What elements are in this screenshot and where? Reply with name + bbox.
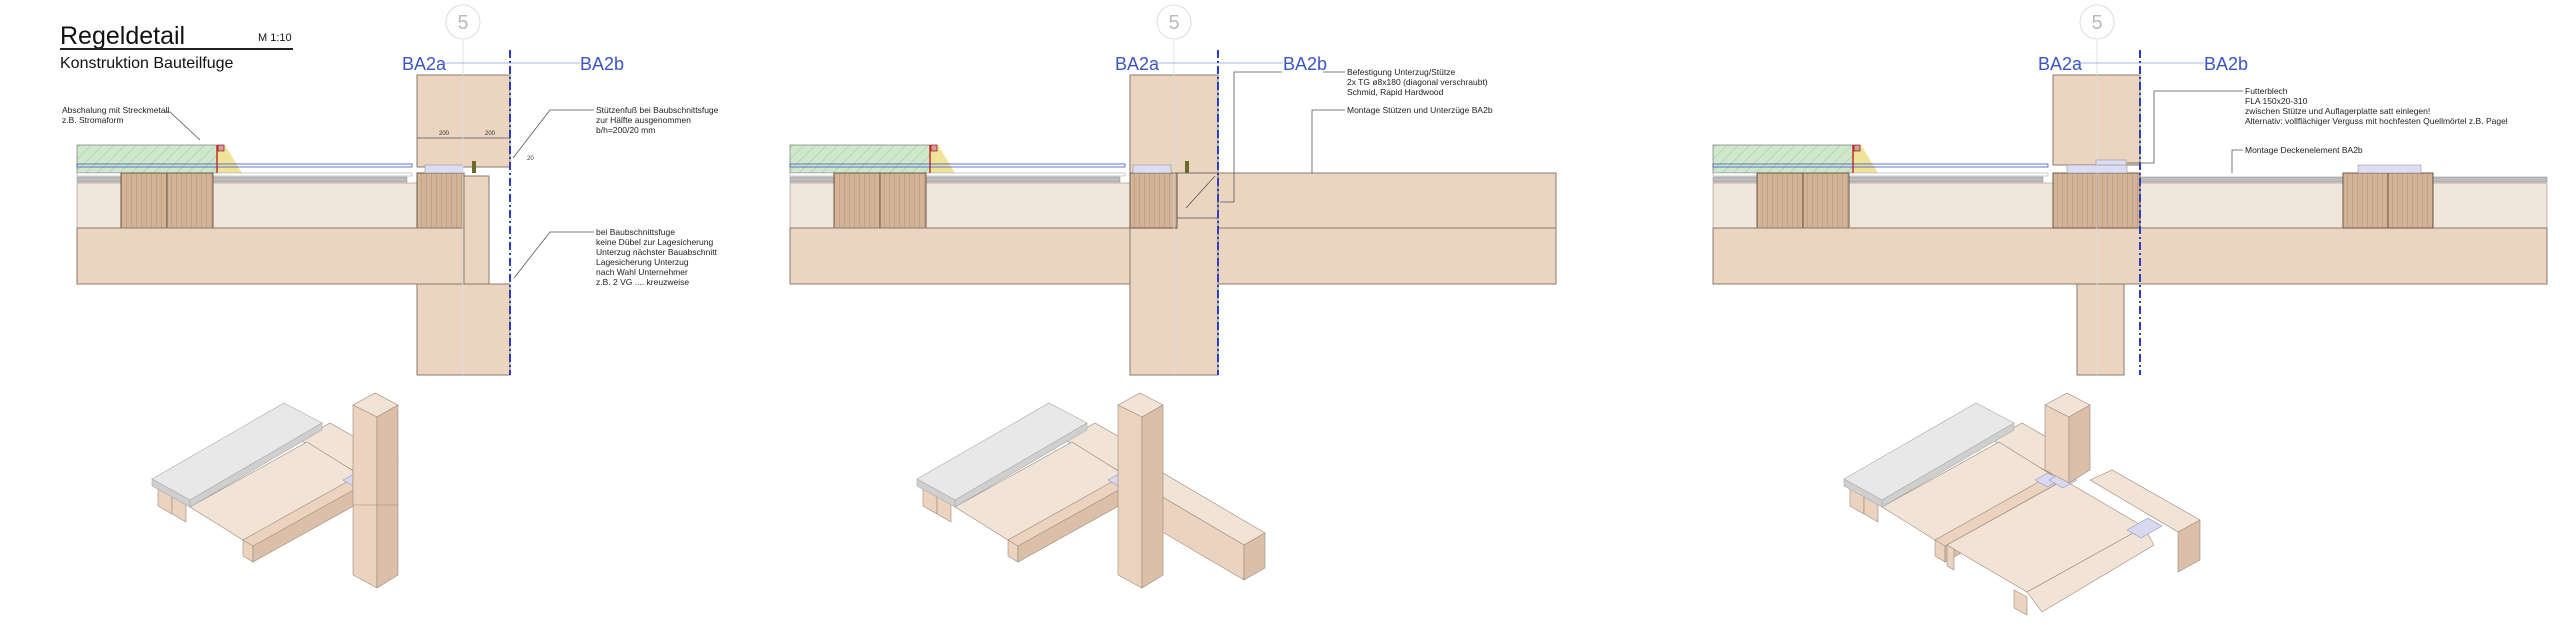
section-label-right: BA2b [1283,54,1327,74]
section-panel-2: 5 BA2a BA2b Befestigung Unterzug/Stütze … [789,4,1557,376]
section-label-left: BA2a [2038,54,2083,74]
drawing-title: Regeldetail [60,22,185,50]
svg-text:200: 200 [439,131,450,137]
annotation-fastening: Befestigung Unterzug/Stütze 2x TG ø8x180… [1347,67,1490,97]
annotation-joint-notes: bei Baubschnittsfuge keine Dübel zur Lag… [596,227,719,287]
section-label-left: BA2a [402,54,447,74]
annotation-slab-assembly: Montage Deckenelement BA2b [2245,145,2363,155]
grid-axis-label: 5 [2091,12,2102,34]
isometric-view-2 [916,392,1266,589]
grid-axis-label: 5 [1168,12,1179,34]
grid-axis-label: 5 [457,12,468,34]
section-label-right: BA2b [2204,54,2248,74]
grid-axis-bubble [1156,4,1192,40]
section-panel-3: 5 BA2a BA2b Futterblech FLA 150x20-310 z… [1712,4,2548,376]
drawing-scale: M 1:10 [258,32,292,44]
section-label-right: BA2b [580,54,624,74]
annotation-formwork: Abschalung mit Streckmetall z.B. Stromaf… [62,105,172,125]
isometric-view-1 [151,392,399,589]
section-label-left: BA2a [1115,54,1160,74]
svg-text:20: 20 [527,156,534,162]
grid-axis-bubble [445,4,481,40]
section-panel-1: 200 200 20 5 BA2a BA2b Abschalung mit St… [62,4,721,376]
annotation-assembly: Montage Stützen und Unterzüge BA2b [1347,105,1493,115]
svg-text:200: 200 [485,131,496,137]
drawing-subtitle: Konstruktion Bauteilfuge [60,55,234,72]
annotation-shim-plate: Futterblech FLA 150x20-310 zwischen Stüt… [2245,86,2508,126]
grid-axis-bubble [2079,4,2115,40]
isometric-view-3 [1843,392,2201,616]
annotation-column-foot: Stützenfuß bei Baubschnittsfuge zur Hälf… [596,105,721,135]
